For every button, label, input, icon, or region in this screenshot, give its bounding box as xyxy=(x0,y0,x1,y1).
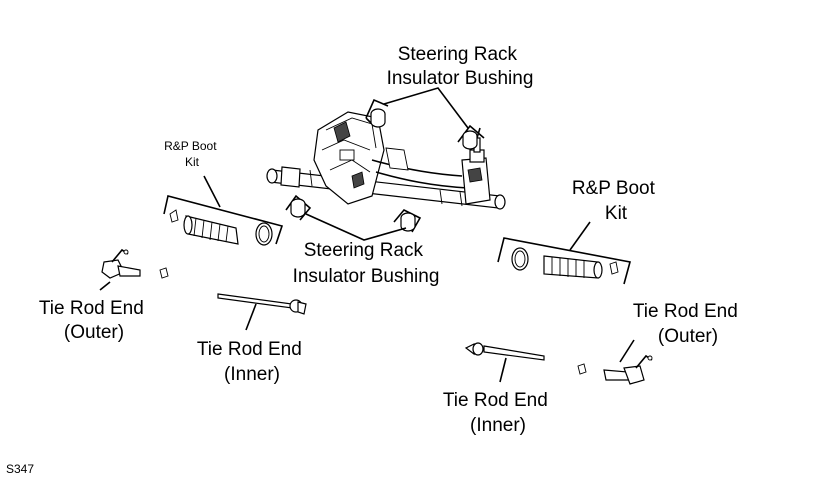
label-boot-kit-left: R&P Boot Kit xyxy=(164,139,220,169)
label-rack-bushing-bottom: Steering Rack Insulator Bushing xyxy=(293,240,440,287)
tie-rod-end-outer-left xyxy=(99,248,169,291)
label-tie-rod-outer-right: Tie Rod End (Outer) xyxy=(633,301,743,347)
label-tie-rod-outer-left: Tie Rod End (Outer) xyxy=(39,298,149,343)
label-boot-kit-right: R&P Boot Kit xyxy=(572,178,660,224)
figure-code: S347 xyxy=(6,462,34,476)
tie-rod-end-outer-right xyxy=(577,339,653,385)
insulator-bushing xyxy=(290,198,306,218)
tie-rod-end-inner-right xyxy=(464,342,545,383)
insulator-bushing-group-bottom xyxy=(285,194,422,241)
insulator-bushing xyxy=(462,130,478,150)
label-tie-rod-inner-left: Tie Rod End (Inner) xyxy=(197,339,307,385)
label-tie-rod-inner-right: Tie Rod End (Inner) xyxy=(443,390,553,436)
steering-gear-assembly xyxy=(266,111,506,210)
insulator-bushing xyxy=(370,108,386,128)
label-rack-bushing-top: Steering Rack Insulator Bushing xyxy=(387,44,534,89)
boot-kit-left xyxy=(163,175,284,246)
boot-kit-right xyxy=(497,221,631,285)
tie-rod-end-inner-left xyxy=(217,293,307,331)
insulator-bushing-group-top xyxy=(365,87,485,150)
